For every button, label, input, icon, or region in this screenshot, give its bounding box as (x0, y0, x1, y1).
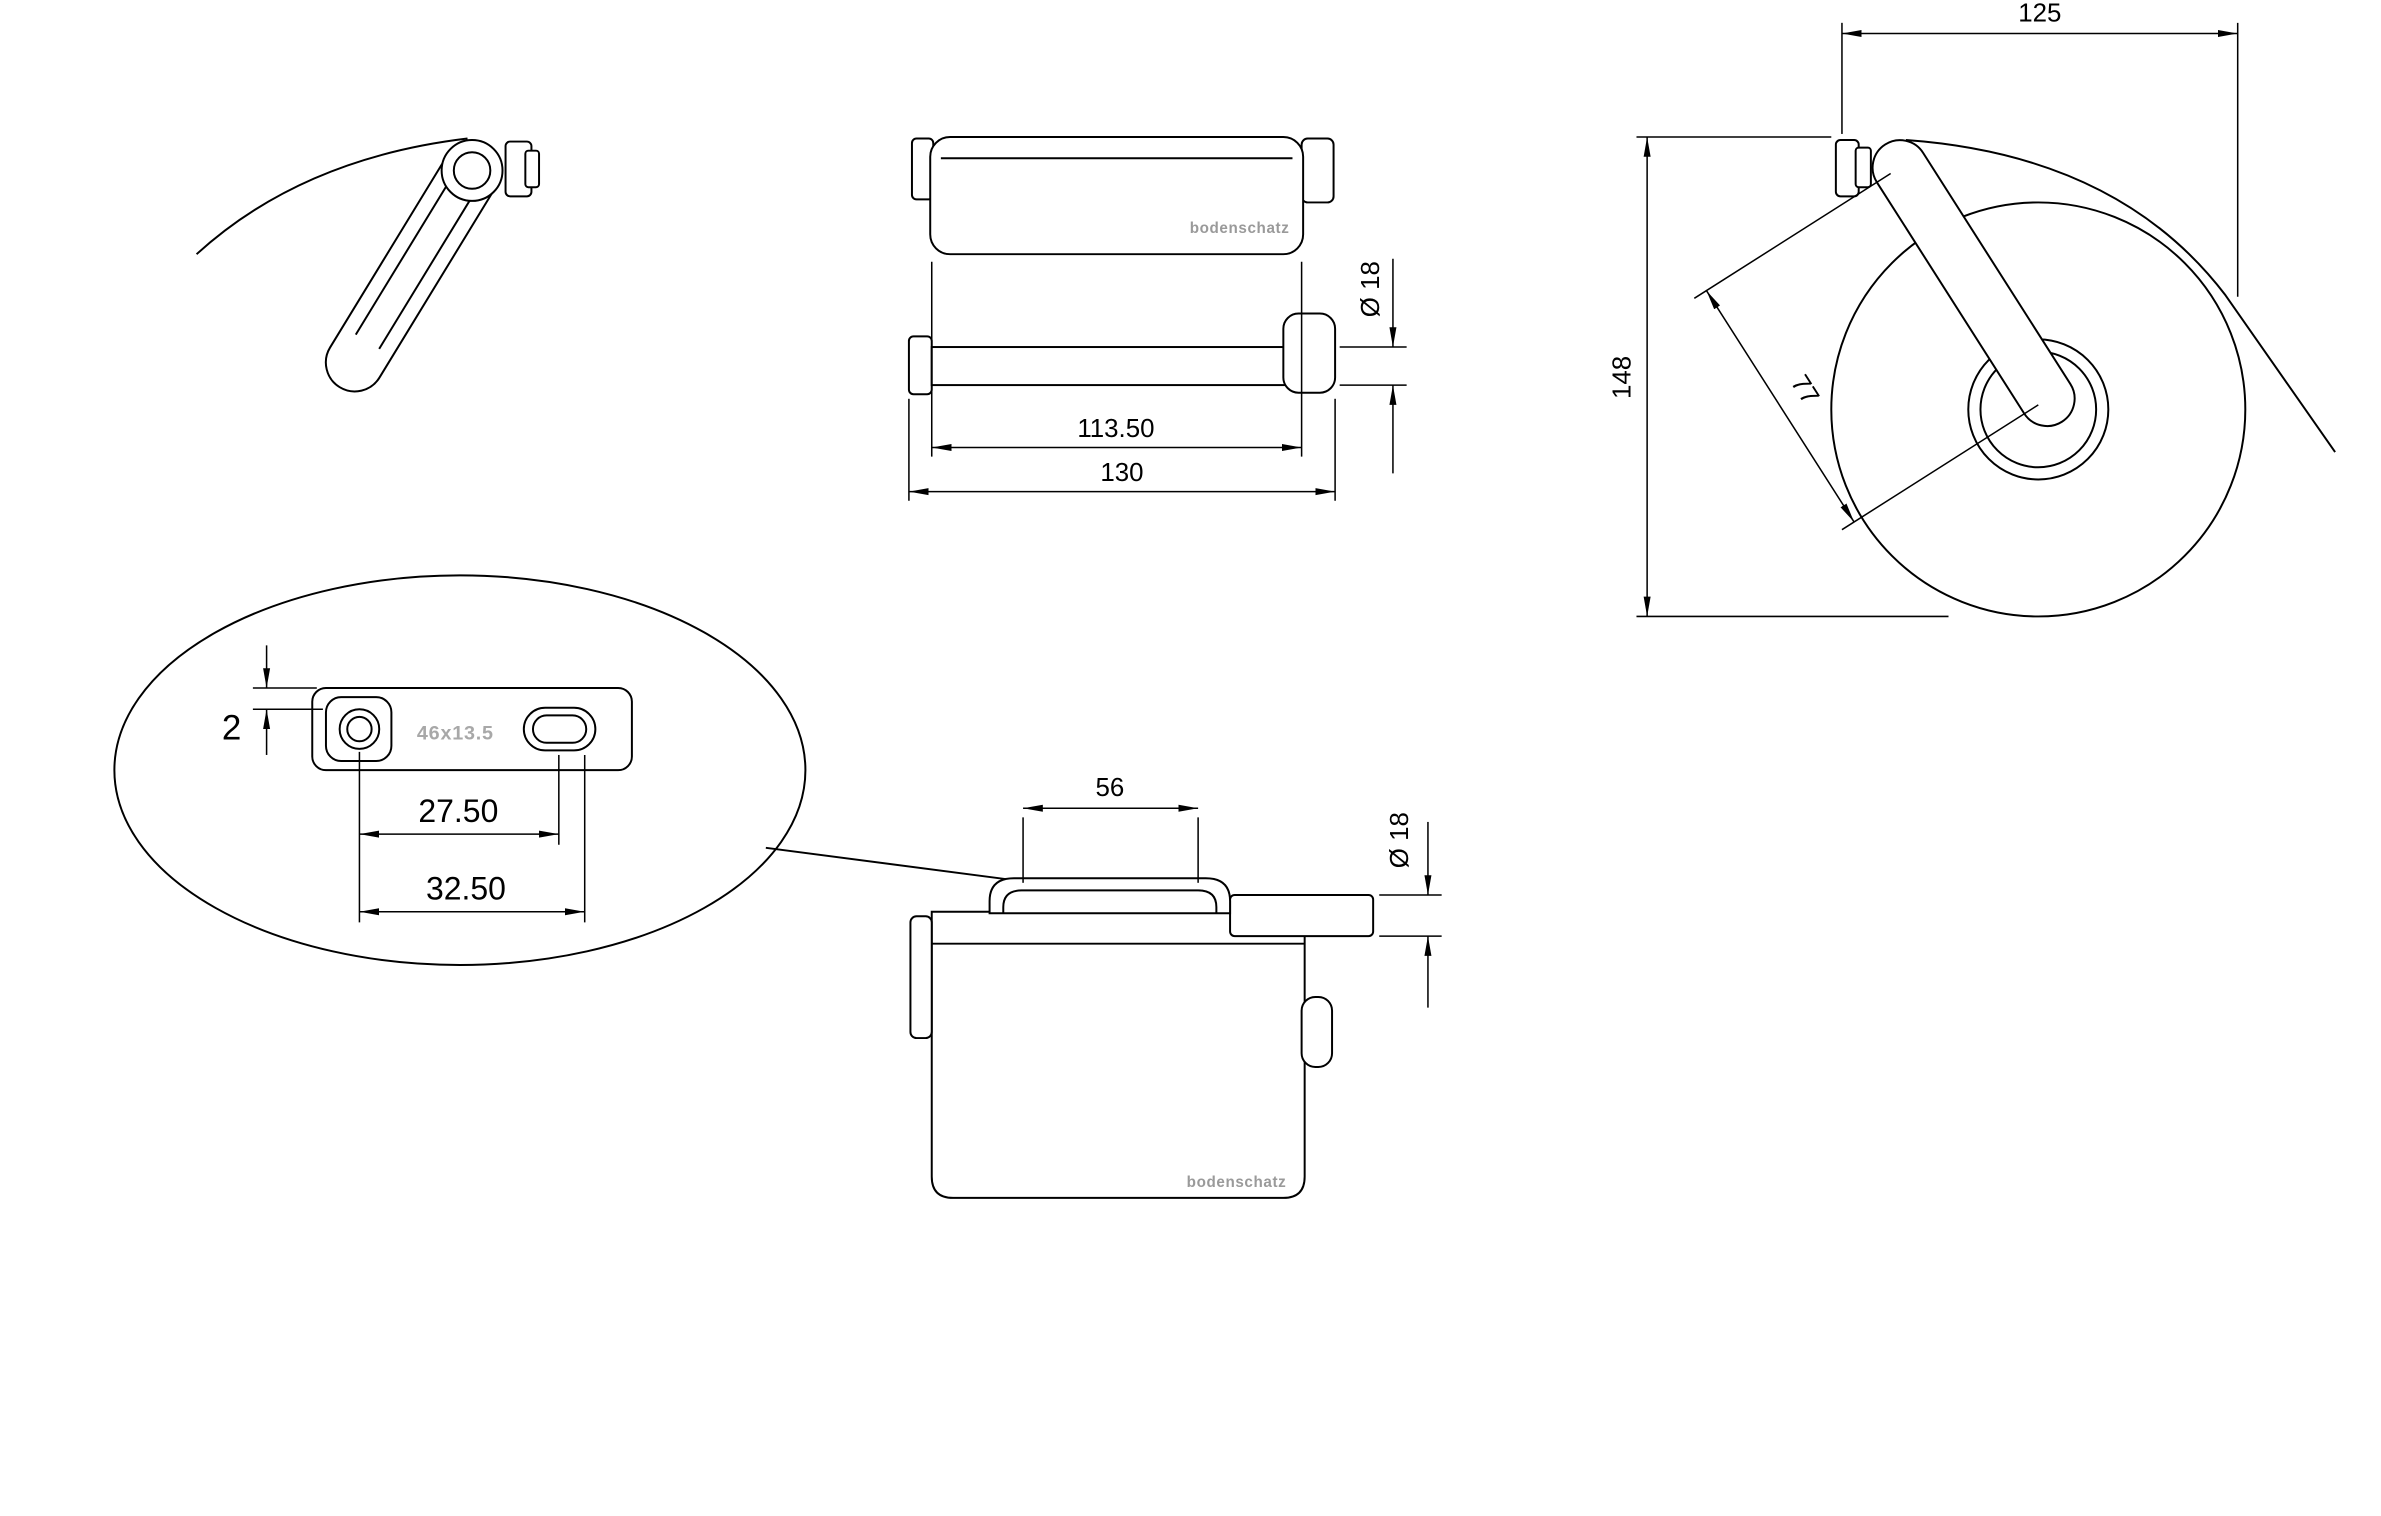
dim-roll-height: 148 (1608, 136, 1949, 618)
dim-top-rod-diameter-label: Ø 18 (1386, 812, 1414, 868)
dim-roll-depth-label: 125 (2018, 0, 2061, 27)
dim-hole-centers: 27.50 (358, 751, 560, 923)
view-side-arm (195, 137, 541, 393)
top-spindle-tab (1300, 995, 1334, 1068)
view-top: bodenschatz 56 Ø 18 (909, 774, 1442, 1199)
mounting-hole-slot (522, 706, 597, 752)
dim-hole-centers-label: 27.50 (418, 793, 498, 829)
detail-balloon (113, 574, 807, 966)
front-cover (929, 135, 1305, 256)
mounting-hole-slot-inner (531, 714, 588, 744)
front-right-bracket (1300, 137, 1335, 204)
dim-plate-thickness: 2 (222, 645, 323, 755)
mounting-hole-round (338, 708, 381, 750)
dim-front-overall-width: 130 (908, 398, 1336, 501)
plate-size-label: 46x13.5 (417, 723, 494, 745)
dim-front-overall-width-label: 130 (1100, 459, 1143, 487)
dim-top-rod-diameter: Ø 18 (1379, 812, 1442, 1008)
brand-logo-text-front: bodenschatz (1190, 220, 1290, 237)
top-cover-hump-inner (1002, 889, 1218, 914)
front-rod-wall-plate (907, 335, 933, 396)
brand-logo-text-top: bodenschatz (1187, 1174, 1287, 1191)
dim-top-cover-width-label: 56 (1095, 774, 1124, 802)
roll-swing-arm (1871, 139, 2076, 428)
paper-guide-curve (195, 137, 468, 255)
view-detail: 46x13.5 2 27.50 32.50 (113, 574, 1117, 966)
front-spindle-hook (1282, 312, 1337, 394)
top-cover-hump (988, 877, 1232, 915)
dim-front-rod-diameter: Ø 18 (1339, 258, 1407, 474)
dim-overall-span: 32.50 (359, 754, 586, 923)
dim-front-inner-width-label: 113.50 (1077, 415, 1154, 443)
front-roll-rod (930, 346, 1292, 387)
dim-front-inner-width: 113.50 (930, 261, 1303, 457)
dim-roll-arm-length-label: 77 (1785, 370, 1824, 409)
arm-pivot (440, 139, 504, 202)
top-left-wall-tab (909, 915, 933, 1040)
dim-overall-span-label: 32.50 (426, 871, 506, 907)
dim-plate-thickness-label: 2 (222, 709, 241, 748)
paper-sheet-curve (1905, 139, 2336, 453)
wall-plate-lip (524, 149, 541, 189)
mounting-hole-round-inner (346, 715, 373, 743)
view-front: bodenschatz Ø 18 113.50 130 (907, 135, 1407, 501)
dim-top-cover-width: 56 (1022, 774, 1199, 883)
top-roll-rod (1229, 893, 1375, 938)
arm-pivot-axis (452, 151, 492, 190)
roll-wall-plate-lip (1854, 146, 1872, 189)
dim-roll-height-label: 148 (1608, 356, 1636, 399)
top-cover-plate (930, 910, 1306, 1199)
view-side-roll: 125 148 77 (1608, 0, 2336, 618)
dim-front-rod-diameter-label: Ø 18 (1357, 261, 1385, 317)
dim-roll-depth: 125 (1841, 0, 2239, 297)
